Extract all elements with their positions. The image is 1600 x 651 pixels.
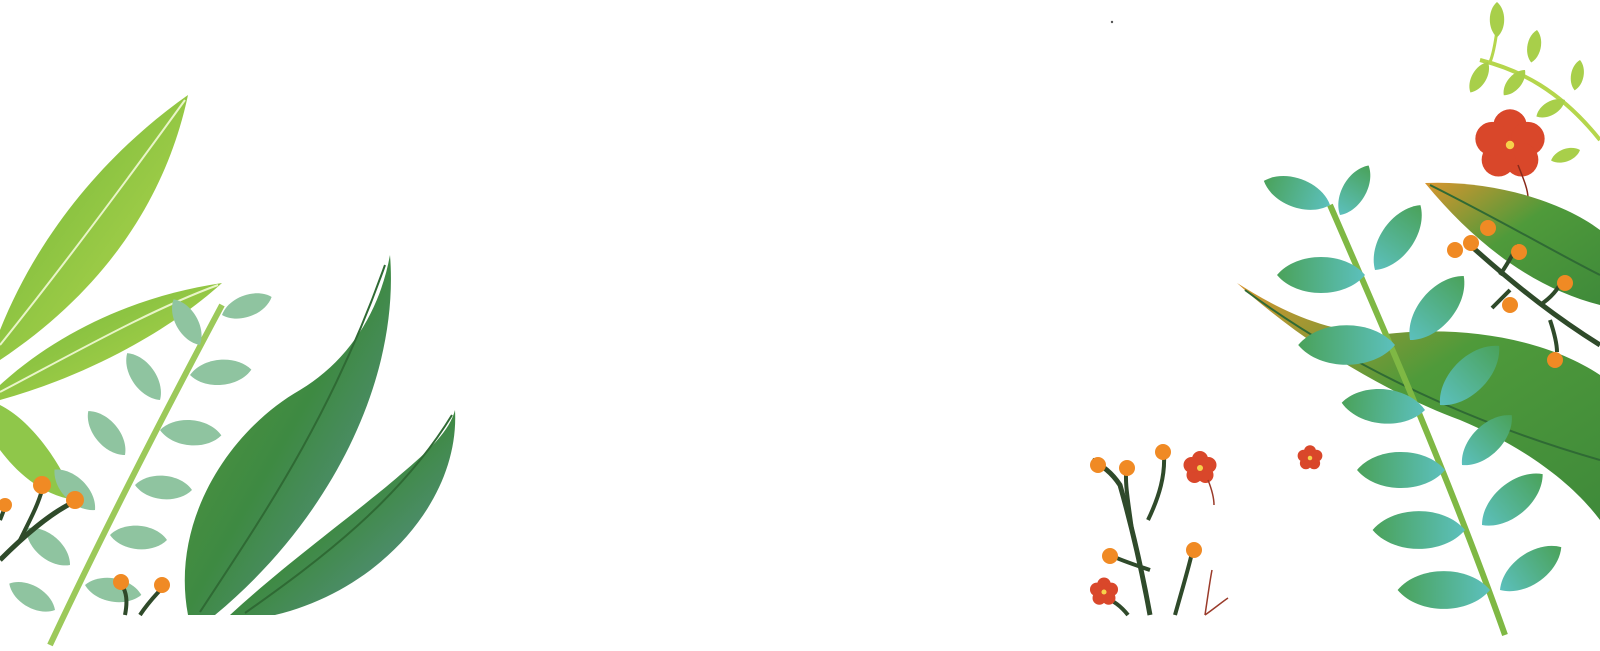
berry [1090,457,1106,473]
large-leaf-light-mid [0,283,222,400]
fern-stem-left [47,303,225,647]
berry [66,491,84,509]
berry [1511,244,1527,260]
flower-icon [1183,451,1217,483]
large-leaf-orange-top [1425,182,1600,305]
berry [1463,235,1479,251]
large-leaf-dark-1 [184,255,391,615]
berry [1480,220,1496,236]
flower-icon [1297,445,1323,470]
center-sprigs [1089,20,1323,617]
berry [1102,548,1118,564]
flower-icon [1475,109,1545,177]
dot [1110,20,1114,24]
large-leaf-dark-2-vein [244,414,453,614]
left-foliage [0,95,456,647]
berry-sprig-right [1447,220,1600,368]
large-leaf-light-mid-vein [0,284,219,393]
large-leaf-dark-1-vein [199,264,386,613]
large-leaf-dark-2 [230,410,456,615]
sprig-top-right [1479,58,1600,142]
flower-icon [1089,577,1119,605]
berry [33,476,51,494]
berry [1502,297,1518,313]
berry [1547,352,1563,368]
berry [1447,242,1463,258]
berry [0,498,12,512]
berry-sprig-left [0,476,170,617]
berry [1155,444,1171,460]
berry [113,574,129,590]
berry [154,577,170,593]
large-leaf-light-top-vein [0,99,186,346]
right-foliage [1237,2,1600,637]
berry [1557,275,1573,291]
berry [1119,460,1135,476]
berry [1186,542,1202,558]
